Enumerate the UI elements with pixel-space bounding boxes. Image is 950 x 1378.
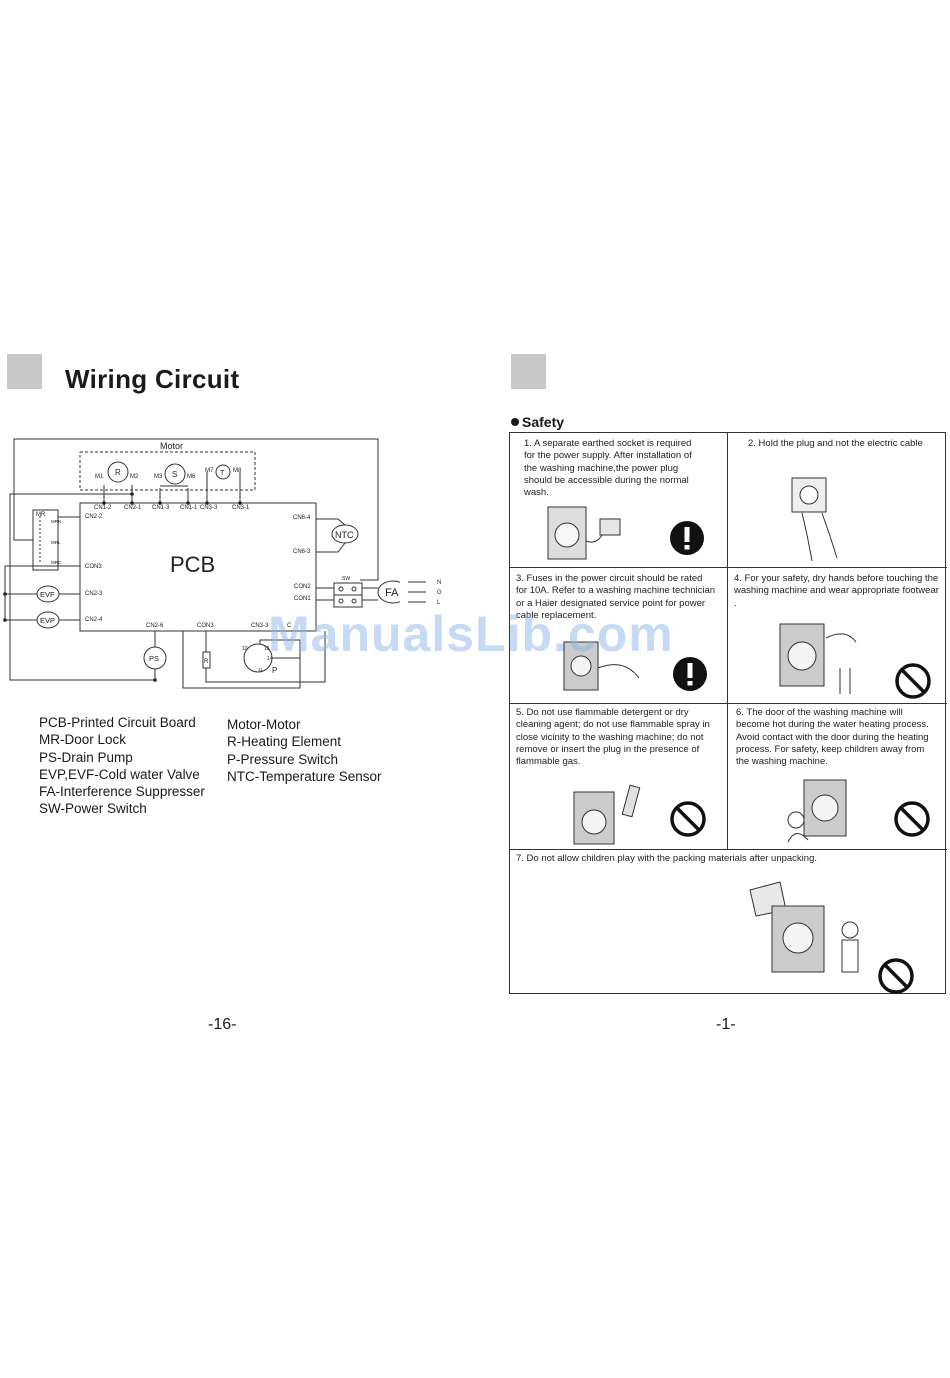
pressure-terminal: 13 [264, 646, 270, 652]
connector-label: CON2 [294, 584, 311, 590]
connector-label: CN2-4 [85, 617, 103, 623]
bullet-icon [511, 418, 519, 426]
door-lock-terminal: MRC [51, 560, 62, 565]
safety-cell: 2. Hold the plug and not the electric ca… [728, 433, 947, 568]
pressure-terminal: 12 [242, 646, 248, 652]
mains-label: G [437, 590, 442, 596]
pump-label: PS [149, 654, 159, 663]
door-lock-terminal: MRL [51, 540, 61, 545]
legend-item: PCB-Printed Circuit Board [39, 715, 196, 730]
safety-cell: 1. A separate earthed socket is required… [510, 433, 728, 568]
pressure-terminal: 11 [258, 667, 263, 672]
washing-machine-illustration [547, 506, 621, 560]
motor-terminal: M7 [205, 468, 214, 474]
safety-cell: 6. The door of the washing machine will … [728, 704, 947, 850]
safety-cell: 5. Do not use flammable detergent or dry… [510, 704, 728, 850]
safety-cell: 7. Do not allow children play with the p… [510, 850, 947, 995]
legend-item: FA-Interference Suppresser [39, 784, 205, 800]
legend-item: P-Pressure Switch [227, 751, 339, 767]
motor-terminal: M2 [130, 474, 139, 480]
ntc-label: NTC [335, 530, 354, 540]
connector-label: CN2-3 [85, 591, 103, 597]
legend-item: PS-Drain Pump [39, 749, 133, 765]
connector-label: CN3-1 [232, 505, 250, 511]
valve-label: EVF [40, 590, 55, 599]
door-lock-label: MR [36, 512, 46, 518]
safety-text: 7. Do not allow children play with the p… [516, 853, 817, 864]
connector-label: CN1-1 [180, 505, 198, 511]
pressure-label: P [272, 666, 277, 675]
safety-text: 5. Do not use flammable detergent or dry… [516, 707, 710, 768]
pcb-label: PCB [170, 552, 215, 577]
prohibited-icon [878, 958, 914, 994]
connector-label: CN3-3 [251, 623, 269, 629]
legend-item: SW-Power Switch [39, 801, 147, 817]
left-corner-marker [7, 354, 42, 389]
page-number-left: -16- [208, 1016, 237, 1033]
safety-text: 6. The door of the washing machine will … [736, 707, 929, 768]
packing-materials-illustration [749, 881, 859, 973]
motor-terminal: M3 [154, 474, 163, 480]
mains-label: L [437, 600, 441, 606]
prohibited-icon [894, 801, 930, 837]
legend-left: PCB-Printed Circuit Board MR-Door Lock P… [39, 714, 205, 818]
legend-item: EVP,EVF-Cold water Valve [39, 766, 200, 782]
dry-hands-illustration [779, 623, 857, 694]
motor-terminal: M8 [233, 468, 242, 474]
mains-terminals: N G L [408, 580, 442, 606]
legend-item: MR-Door Lock [39, 732, 127, 748]
connector-label: CN2-1 [124, 505, 142, 511]
warning-icon [670, 521, 704, 555]
connector-label: CN6-4 [293, 515, 311, 521]
connector-label: CN2-2 [85, 514, 103, 520]
connector-label: CN1-3 [152, 505, 170, 511]
safety-text: 2. Hold the plug and not the electric ca… [748, 438, 923, 449]
connector-label: CN1-2 [94, 505, 112, 511]
prohibited-icon [895, 663, 931, 699]
safety-text: 1. A separate earthed socket is required… [524, 438, 692, 499]
motor-component: R [115, 468, 121, 477]
switch-label: SW [342, 576, 350, 582]
plug-illustration [791, 477, 838, 562]
legend-right: Motor-Motor R-Heating Element P-Pressure… [227, 716, 382, 785]
safety-table: 1. A separate earthed socket is required… [509, 432, 947, 995]
section-heading: Safety [511, 414, 564, 430]
warning-icon [673, 657, 707, 691]
safety-text: 4. For your safety, dry hands before tou… [734, 573, 939, 609]
watermark: ManualsLib.com [268, 606, 674, 662]
pressure-terminal: 14 [267, 656, 273, 662]
motor-terminal: M1 [95, 474, 104, 480]
right-corner-marker [511, 354, 546, 389]
child-door-illustration [787, 779, 847, 843]
legend-item: R-Heating Element [227, 734, 342, 750]
section-title: Safety [522, 414, 565, 430]
prohibited-icon [670, 801, 706, 837]
valve-label: EVP [40, 616, 55, 625]
connector-label: C [287, 623, 292, 629]
wiring-diagram: Motor PCB M1 M2 M3 M6 M7 M8 R S T CN1-2 … [3, 438, 400, 689]
legend-item: NTC-Temperature Sensor [227, 768, 382, 784]
motor-label: Motor [160, 441, 183, 451]
door-lock-terminal: MRN [51, 519, 61, 524]
connector-label: CON3 [197, 623, 214, 629]
mains-label: N [437, 580, 441, 586]
page-number-right: -1- [716, 1016, 736, 1033]
connector-label: CON1 [294, 596, 311, 602]
safety-cell: 3. Fuses in the power circuit should be … [510, 568, 728, 704]
page-title: Wiring Circuit [65, 364, 240, 394]
motor-terminal: M6 [187, 474, 196, 480]
connector-label: CN3-3 [200, 505, 218, 511]
safety-text: 3. Fuses in the power circuit should be … [516, 573, 716, 621]
fa-label: FA [385, 587, 399, 599]
connector-label: CON3 [85, 564, 102, 570]
motor-component: T [220, 470, 225, 477]
fuse-illustration [563, 641, 640, 691]
connector-label: CN2-6 [146, 623, 164, 629]
flammable-illustration [573, 784, 641, 845]
connector-label: CN6-3 [293, 549, 311, 555]
legend-item: Motor-Motor [227, 717, 301, 732]
safety-cell: 4. For your safety, dry hands before tou… [728, 568, 947, 704]
motor-component: S [172, 470, 177, 479]
heater-label: R [204, 659, 209, 665]
